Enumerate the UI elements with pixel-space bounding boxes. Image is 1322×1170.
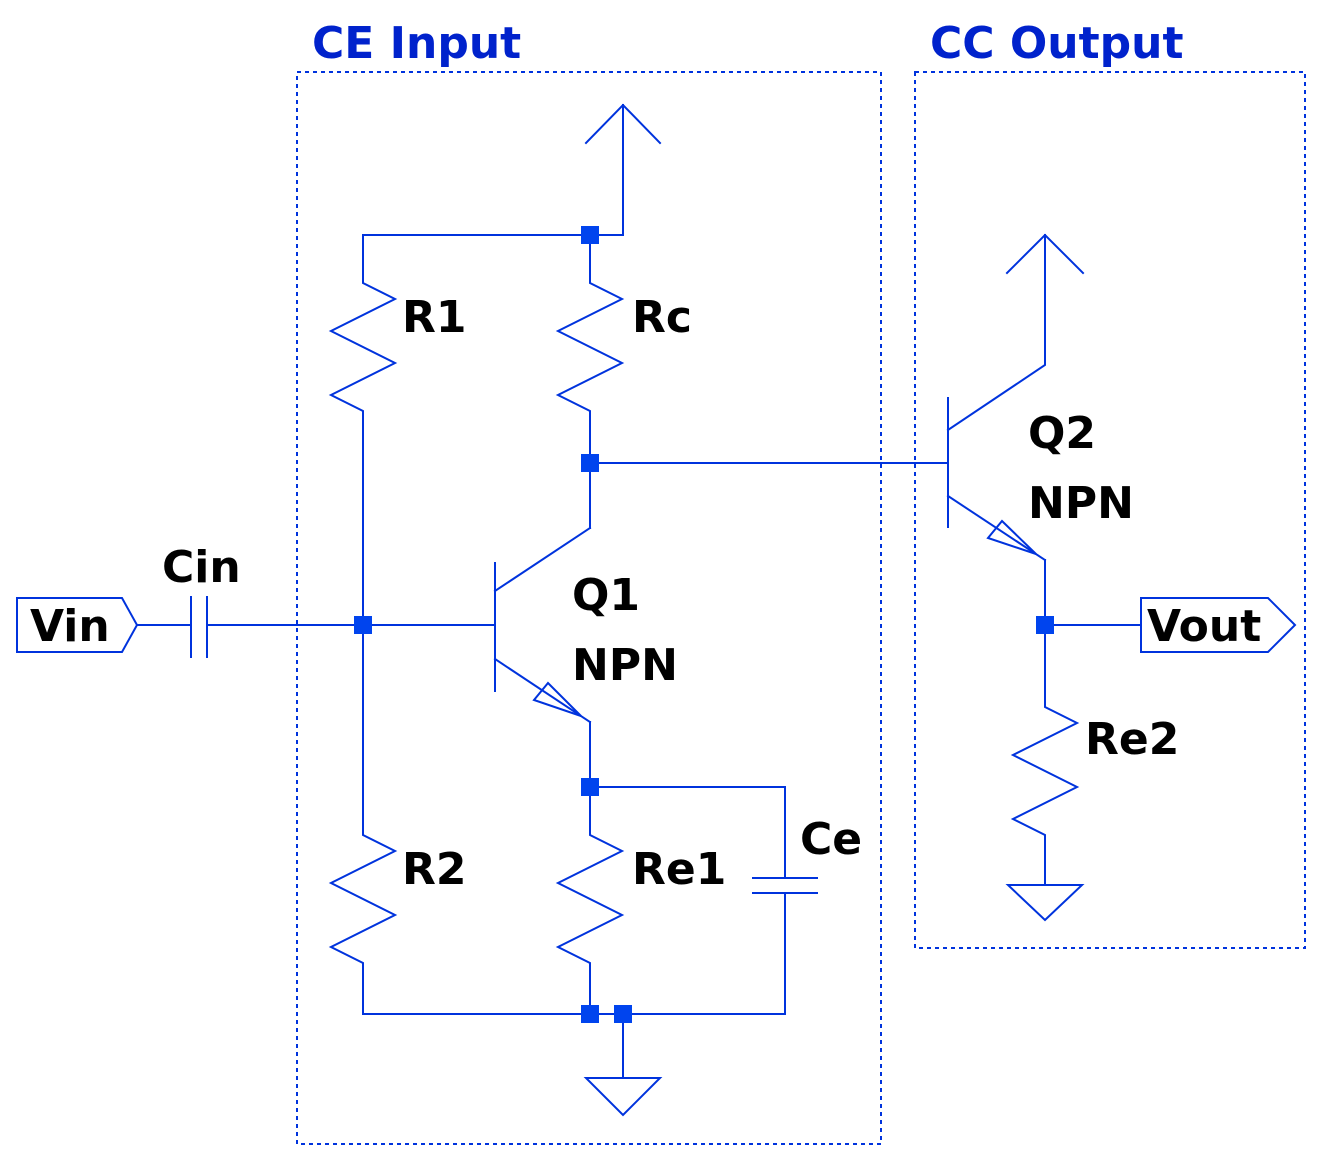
ground-wire-1 (589, 1013, 624, 1079)
ce-label: Ce (800, 814, 862, 865)
junction-emitter (581, 778, 599, 796)
junction-output (1036, 616, 1054, 634)
q2-emitter-arrow (986, 519, 1037, 555)
junction-vcc (581, 226, 599, 244)
q1-name-label: Q1 (572, 570, 640, 621)
junction-ground-a (581, 1005, 599, 1023)
emitter-node-wire (589, 721, 786, 879)
junction-collector (581, 454, 599, 472)
q1-collector (493, 526, 592, 593)
q2-type-label: NPN (1028, 478, 1134, 529)
q1-emitter-arrow (532, 681, 582, 717)
r1-label: R1 (402, 292, 467, 343)
r2-resistor (328, 624, 591, 1015)
re1-label: Re1 (632, 844, 726, 895)
vcc-arrow-1 (584, 103, 662, 236)
vout-port[interactable] (1140, 597, 1297, 653)
re2-resistor (1010, 559, 1080, 886)
cin-label: Cin (162, 542, 241, 593)
vcc-arrow-2 (1005, 233, 1085, 275)
ground-symbol-1 (583, 1077, 663, 1117)
q2-name-label: Q2 (1028, 408, 1096, 459)
q2-collector (946, 234, 1046, 432)
cin-capacitor (190, 596, 208, 658)
ce-return-wire (589, 892, 786, 1015)
rc-label: Rc (632, 292, 692, 343)
vin-label: Vin (30, 601, 110, 652)
rc-resistor (555, 234, 625, 529)
cc-output-box (914, 71, 1306, 949)
r1-resistor (328, 234, 398, 626)
junction-base (354, 616, 372, 634)
ce-capacitor (752, 877, 818, 894)
cc-output-title: CC Output (930, 18, 1184, 69)
ce-input-box (296, 71, 882, 1145)
vout-label: Vout (1147, 601, 1261, 652)
re2-label: Re2 (1085, 714, 1179, 765)
vin-port[interactable] (16, 597, 139, 653)
r2-label: R2 (402, 844, 467, 895)
re1-resistor (555, 786, 625, 1015)
ce-input-title: CE Input (312, 18, 521, 69)
ground-symbol-2 (1005, 884, 1085, 922)
q1-type-label: NPN (572, 640, 678, 691)
junction-ground-b (614, 1005, 632, 1023)
